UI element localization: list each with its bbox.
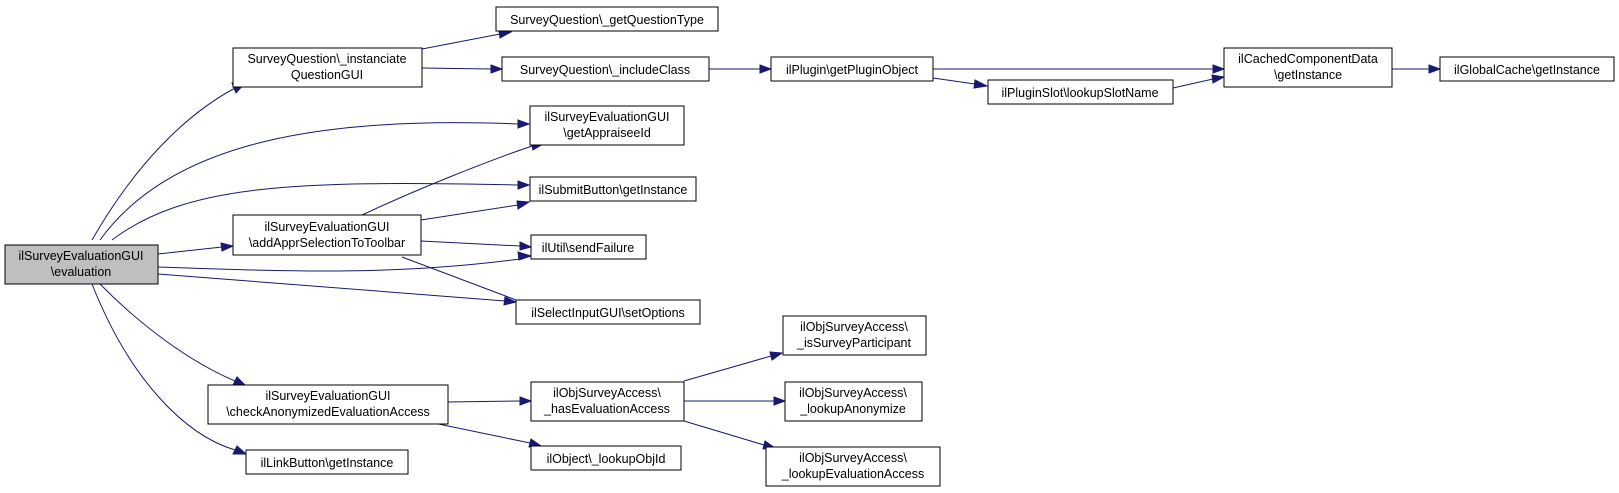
node-get-appraisee-id-line2: \getAppraiseeId <box>563 126 651 140</box>
node-cached-component-line2: \getInstance <box>1274 68 1342 82</box>
edge-getpluginobject-to-lookupslotname <box>932 77 989 89</box>
node-add-appr-selection-line2: \addApprSelectionToToolbar <box>249 236 405 250</box>
node-evaluation-line1: ilSurveyEvaluationGUI <box>18 249 143 263</box>
node-send-failure-label: ilUtil\sendFailure <box>542 241 634 255</box>
node-evaluation-line2: \evaluation <box>51 265 112 279</box>
node-has-evaluation-access-line1: ilObjSurveyAccess\ <box>553 386 661 400</box>
edge-evaluation-to-getappraiseeid <box>99 119 531 241</box>
edge-hasevaluationaccess-to-lookupevaluationaccess <box>683 420 777 450</box>
edge-instanciate-to-getquestiontype <box>421 29 513 50</box>
edge-includeclass-to-getpluginobject <box>709 64 773 74</box>
node-cached-component-data[interactable]: ilCachedComponentData \getInstance <box>1223 47 1393 88</box>
edge-evaluation-to-checkanonymized <box>99 283 248 387</box>
node-global-cache-label: ilGlobalCache\getInstance <box>1454 63 1600 77</box>
edge-addapprselection-to-sendfailure <box>420 240 533 251</box>
edge-checkanonymized-to-hasevaluationaccess <box>447 396 533 406</box>
edge-evaluation-to-sendfailure <box>157 251 533 272</box>
node-submit-button-label: ilSubmitButton\getInstance <box>539 183 688 197</box>
node-has-evaluation-access-line2: _hasEvaluationAccess <box>543 402 670 416</box>
edge-evaluation-to-instanciate <box>91 82 247 241</box>
edge-evaluation-to-addapprselection <box>157 242 235 255</box>
node-get-plugin-object-label: ilPlugin\getPluginObject <box>786 63 919 77</box>
node-get-question-type[interactable]: SurveyQuestion\_getQuestionType <box>495 6 719 32</box>
edge-addapprselection-to-submitbutton <box>420 200 531 221</box>
edge-getpluginobject-to-cachedcomponent <box>933 64 1226 74</box>
node-lookup-anonymize-line1: ilObjSurveyAccess\ <box>799 386 907 400</box>
node-check-anonymized-line2: \checkAnonymizedEvaluationAccess <box>226 405 430 419</box>
node-check-anonymized[interactable]: ilSurveyEvaluationGUI \checkAnonymizedEv… <box>207 384 449 425</box>
edge-evaluation-to-setoptions <box>157 273 518 306</box>
edge-checkanonymized-to-lookupobjid <box>423 420 543 448</box>
node-submit-button[interactable]: ilSubmitButton\getInstance <box>529 176 697 202</box>
node-has-evaluation-access[interactable]: ilObjSurveyAccess\ _hasEvaluationAccess <box>530 381 685 422</box>
edge-lookupslotname-to-cachedcomponent <box>1172 74 1226 89</box>
node-link-button-label: ilLinkButton\getInstance <box>261 456 394 470</box>
node-get-plugin-object[interactable]: ilPlugin\getPluginObject <box>770 56 934 82</box>
edge-hasevaluationaccess-to-isparticipant <box>683 351 784 382</box>
node-include-class-label: SurveyQuestion\_includeClass <box>520 63 690 77</box>
node-global-cache[interactable]: ilGlobalCache\getInstance <box>1439 56 1615 82</box>
node-add-appr-selection-line1: ilSurveyEvaluationGUI <box>264 220 389 234</box>
node-send-failure[interactable]: ilUtil\sendFailure <box>530 234 647 260</box>
node-cached-component-line1: ilCachedComponentData <box>1238 52 1378 66</box>
node-instanciate-line1: SurveyQuestion\_instanciate <box>247 52 406 66</box>
node-is-survey-participant-line1: ilObjSurveyAccess\ <box>800 320 908 334</box>
node-set-options-label: ilSelectInputGUI\setOptions <box>531 306 685 320</box>
node-add-appr-selection[interactable]: ilSurveyEvaluationGUI \addApprSelectionT… <box>232 214 422 256</box>
node-get-appraisee-id[interactable]: ilSurveyEvaluationGUI \getAppraiseeId <box>529 105 685 146</box>
node-lookup-slot-name-label: ilPluginSlot\lookupSlotName <box>1001 86 1158 100</box>
node-lookup-evaluation-access-line1: ilObjSurveyAccess\ <box>799 451 907 465</box>
edge-evaluation-to-linkbutton <box>91 283 248 455</box>
node-check-anonymized-line1: ilSurveyEvaluationGUI <box>265 389 390 403</box>
node-lookup-obj-id-label: ilObject\_lookupObjId <box>547 452 666 466</box>
node-lookup-anonymize[interactable]: ilObjSurveyAccess\ _lookupAnonymize <box>784 381 923 422</box>
node-set-options[interactable]: ilSelectInputGUI\setOptions <box>515 299 701 325</box>
node-get-appraisee-id-line1: ilSurveyEvaluationGUI <box>544 110 669 124</box>
node-instanciate-question-gui[interactable]: SurveyQuestion\_instanciate QuestionGUI <box>232 47 423 88</box>
node-lookup-obj-id[interactable]: ilObject\_lookupObjId <box>530 445 682 471</box>
node-is-survey-participant-line2: _isSurveyParticipant <box>796 336 911 350</box>
node-lookup-anonymize-line2: _lookupAnonymize <box>799 402 906 416</box>
node-lookup-evaluation-access[interactable]: ilObjSurveyAccess\ _lookupEvaluationAcce… <box>765 446 941 487</box>
edge-instanciate-to-includeclass <box>421 64 504 74</box>
node-instanciate-line2: QuestionGUI <box>291 68 363 82</box>
edge-cachedcomponent-to-globalcache <box>1392 64 1442 74</box>
node-lookup-slot-name[interactable]: ilPluginSlot\lookupSlotName <box>987 79 1174 105</box>
edge-hasevaluationaccess-to-lookupanonymize <box>684 396 787 406</box>
node-include-class[interactable]: SurveyQuestion\_includeClass <box>501 56 710 82</box>
node-link-button[interactable]: ilLinkButton\getInstance <box>245 449 409 475</box>
node-lookup-evaluation-access-line2: _lookupEvaluationAccess <box>781 467 924 481</box>
node-is-survey-participant[interactable]: ilObjSurveyAccess\ _isSurveyParticipant <box>782 315 927 356</box>
node-evaluation[interactable]: ilSurveyEvaluationGUI \evaluation <box>4 244 159 285</box>
node-get-question-type-label: SurveyQuestion\_getQuestionType <box>510 13 704 27</box>
